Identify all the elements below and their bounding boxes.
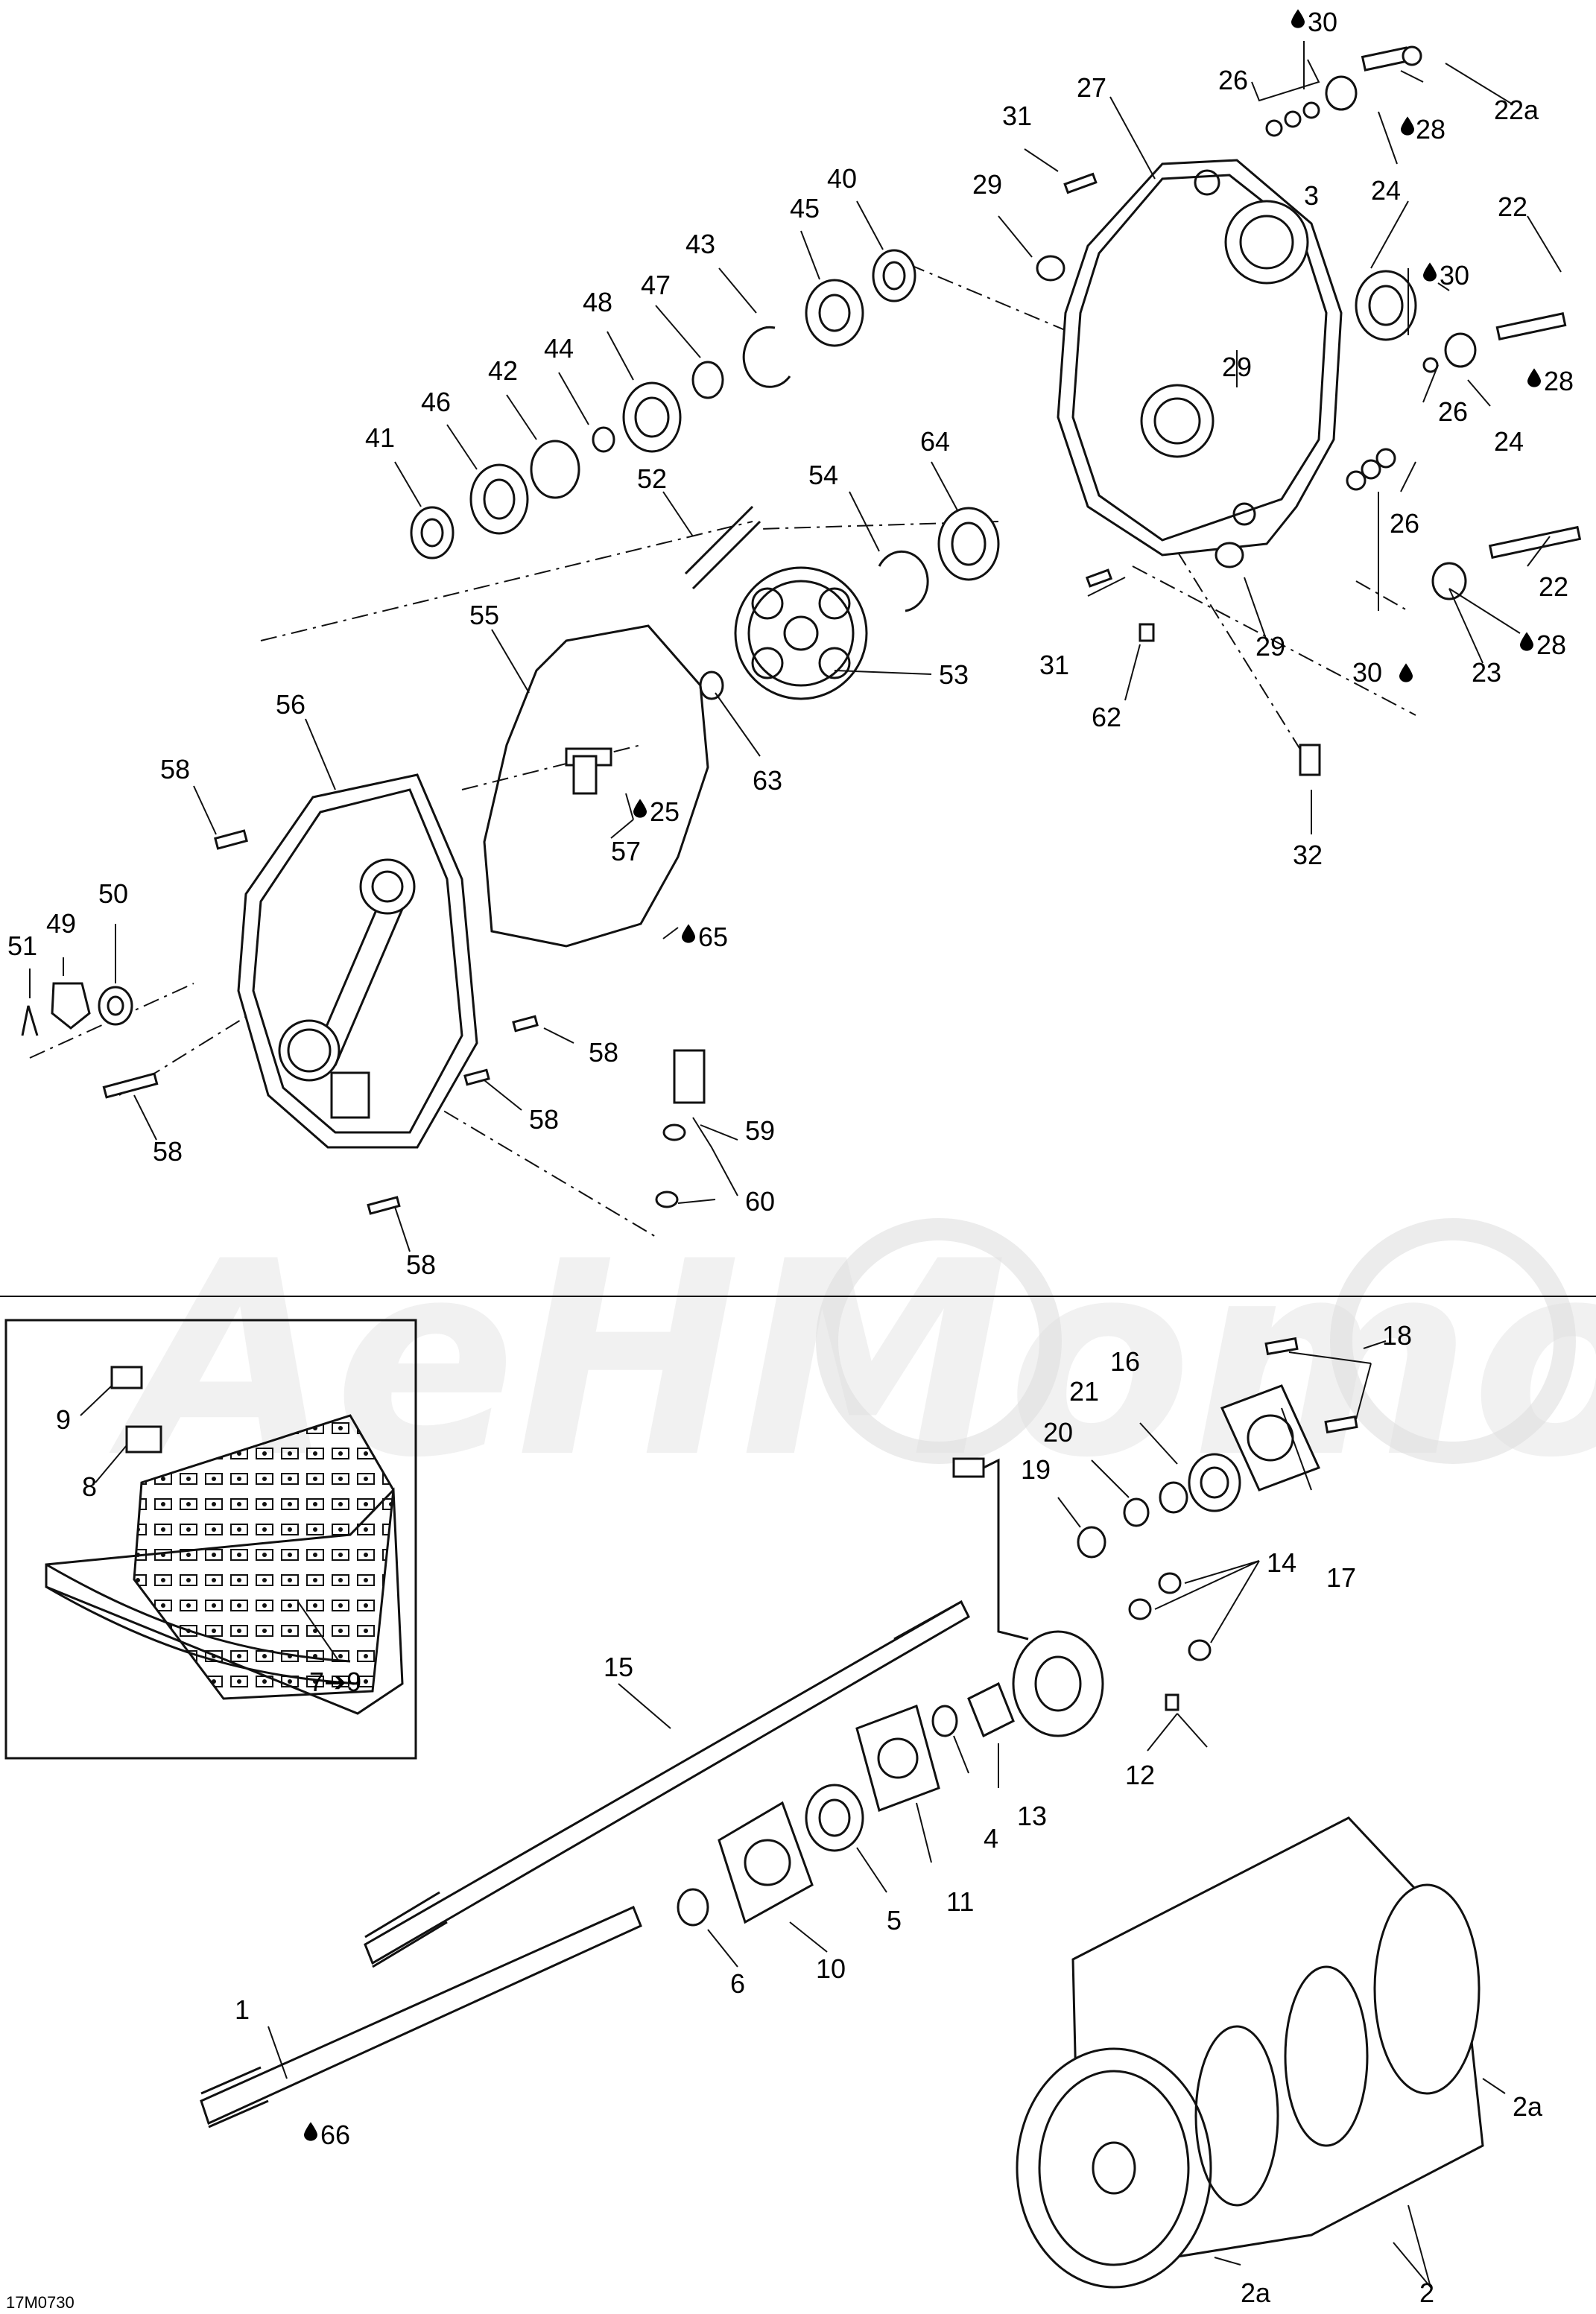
cover-hardware xyxy=(21,755,706,1215)
callout-1: 1 xyxy=(235,1994,250,2025)
callout-44: 44 xyxy=(544,333,574,364)
callout-30-b: 30 xyxy=(1440,260,1469,291)
callout-24-b: 24 xyxy=(1494,426,1524,457)
drive-axle-15 xyxy=(364,1600,970,1968)
callout-22-b: 22 xyxy=(1539,571,1568,602)
callout-7-9: 7➔9 xyxy=(309,1667,361,1697)
callout-64: 64 xyxy=(920,426,950,457)
callout-18: 18 xyxy=(1382,1320,1412,1351)
callout-17: 17 xyxy=(1326,1562,1356,1593)
housing-fasteners xyxy=(1036,45,1582,776)
callout-57: 57 xyxy=(611,836,641,866)
callout-29: 29 xyxy=(972,169,1002,200)
callout-14: 14 xyxy=(1267,1547,1296,1578)
leader-lines xyxy=(29,41,1562,2288)
callout-43: 43 xyxy=(685,229,715,259)
callout-29-b: 29 xyxy=(1222,352,1252,382)
callout-40: 40 xyxy=(827,163,857,194)
drive-sprocket-assembly xyxy=(1016,1816,1484,2289)
callout-15: 15 xyxy=(604,1652,633,1682)
callout-20: 20 xyxy=(1043,1417,1073,1448)
callout-45: 45 xyxy=(790,193,820,224)
callout-32: 32 xyxy=(1293,840,1323,870)
callout-54: 54 xyxy=(808,460,838,490)
callout-26-c: 26 xyxy=(1390,508,1419,539)
callout-24: 24 xyxy=(1371,175,1401,206)
callout-51: 51 xyxy=(7,931,37,961)
callout-65: 65 xyxy=(698,922,728,952)
callout-46: 46 xyxy=(421,387,451,417)
callout-2a-right: 2a xyxy=(1513,2091,1543,2122)
callout-58-d: 58 xyxy=(153,1136,183,1167)
callout-3: 3 xyxy=(1304,180,1319,211)
callout-22: 22 xyxy=(1498,191,1527,222)
callout-50: 50 xyxy=(98,878,128,909)
figure-code: 17M0730 xyxy=(6,2293,75,2312)
callout-48: 48 xyxy=(583,287,612,317)
bearing-housings xyxy=(677,1630,1104,1927)
lower-shaft-1 xyxy=(200,1905,642,2128)
callout-4: 4 xyxy=(984,1823,998,1854)
track-inset xyxy=(4,1319,417,1760)
track-clip-8 xyxy=(125,1425,162,1454)
callout-2: 2 xyxy=(1419,2277,1434,2308)
callout-13: 13 xyxy=(1017,1801,1047,1831)
callout-labels: 30 26 22a 28 27 31 24 29 40 45 43 47 48 … xyxy=(6,7,1574,2312)
gasket xyxy=(483,624,709,948)
callout-58-c: 58 xyxy=(529,1104,559,1135)
callout-10: 10 xyxy=(816,1953,846,1984)
callout-23: 23 xyxy=(1472,657,1501,688)
callout-16: 16 xyxy=(1110,1346,1140,1377)
callout-58-b: 58 xyxy=(589,1037,618,1068)
callout-28-c: 28 xyxy=(1536,630,1566,660)
callout-5: 5 xyxy=(887,1905,902,1936)
callout-25: 25 xyxy=(650,796,680,827)
callout-31-b: 31 xyxy=(1039,650,1069,680)
callout-30-c: 30 xyxy=(1352,657,1382,688)
callout-8: 8 xyxy=(82,1471,97,1502)
callout-30: 30 xyxy=(1308,7,1337,37)
callout-27: 27 xyxy=(1077,72,1106,103)
callout-21: 21 xyxy=(1069,1376,1099,1407)
callout-60: 60 xyxy=(745,1186,775,1217)
callout-56: 56 xyxy=(276,689,305,720)
upper-shaft-parts xyxy=(410,249,1000,700)
callout-28-b: 28 xyxy=(1544,366,1574,396)
callout-9: 9 xyxy=(56,1404,71,1435)
callout-59: 59 xyxy=(745,1115,775,1146)
chaincase-cover xyxy=(237,773,478,1149)
callout-19: 19 xyxy=(1021,1454,1051,1485)
callout-63: 63 xyxy=(753,765,782,796)
callout-42: 42 xyxy=(488,355,518,386)
callout-2a-bottom: 2a xyxy=(1241,2277,1271,2308)
callout-62: 62 xyxy=(1092,702,1121,732)
callout-66: 66 xyxy=(320,2120,350,2150)
callout-12: 12 xyxy=(1125,1760,1155,1790)
callout-58-e: 58 xyxy=(406,1249,436,1280)
chaincase-housing xyxy=(1057,159,1343,557)
callout-29-c: 29 xyxy=(1255,631,1285,662)
track-clip-9 xyxy=(110,1366,143,1389)
callout-49: 49 xyxy=(46,908,76,939)
callout-58-a: 58 xyxy=(160,754,190,784)
callout-52: 52 xyxy=(637,463,667,494)
callout-22a: 22a xyxy=(1494,95,1539,125)
callout-41: 41 xyxy=(365,422,395,453)
callout-11: 11 xyxy=(946,1886,974,1917)
callout-55: 55 xyxy=(469,600,499,630)
callout-47: 47 xyxy=(641,270,671,300)
callout-6: 6 xyxy=(730,1968,745,1999)
callout-31: 31 xyxy=(1002,101,1032,131)
callout-28: 28 xyxy=(1416,114,1445,145)
callout-26-b: 26 xyxy=(1438,396,1468,427)
sensor-and-flange xyxy=(952,1337,1358,1711)
callout-53: 53 xyxy=(939,659,969,690)
callout-26: 26 xyxy=(1218,65,1248,95)
